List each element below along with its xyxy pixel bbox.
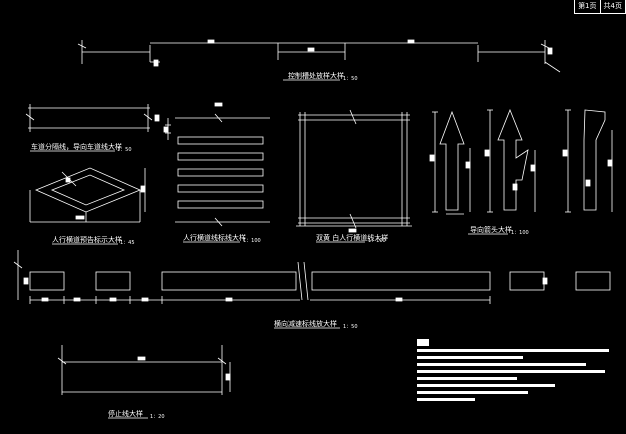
notes-block	[417, 339, 609, 405]
note-line	[417, 363, 586, 366]
deceleration-markings	[13, 250, 611, 304]
sheet-total: 共4页	[601, 0, 626, 13]
sheet-number: 第1页	[575, 0, 601, 13]
caption-control-groove: 控制槽处放样大样	[288, 71, 344, 80]
note-line	[417, 377, 517, 380]
notes-heading-mark	[417, 339, 429, 346]
caption-lane-divider-scale: 1：50	[117, 147, 132, 153]
caption-crosswalk-warning-scale: 1：45	[120, 240, 135, 246]
caption-crosswalk-warning: 人行横道预告标示大样	[52, 235, 122, 244]
title-block: 第1页 共4页	[574, 0, 626, 14]
note-line	[417, 356, 523, 359]
direction-arrows	[429, 108, 613, 215]
top-control-detail	[77, 39, 561, 73]
caption-lane-divider: 车道分隔线，导向车道线大样	[31, 142, 122, 151]
caption-arrows-scale: 1：100	[511, 230, 529, 236]
caption-double-line-scale: 1：100	[368, 238, 386, 244]
caption-underlines	[30, 79, 508, 419]
crosswalk-stripes	[163, 102, 270, 227]
caption-crosswalk-stripes-scale: 1：100	[243, 238, 261, 244]
crosswalk-warning-diamond	[29, 167, 146, 223]
caption-crosswalk-stripes: 人行横道线标线大样	[183, 233, 246, 242]
note-line	[417, 370, 606, 373]
lane-divider-detail	[25, 104, 160, 132]
caption-deceleration: 横向减速标线放大样	[274, 319, 337, 328]
note-line	[417, 391, 529, 394]
note-line	[417, 384, 556, 387]
double-line-crosswalk-frame	[296, 109, 412, 233]
caption-stop-line: 停止线大样	[108, 409, 143, 418]
stop-line-detail	[57, 345, 231, 395]
caption-arrows: 导向箭头大样	[470, 225, 512, 234]
caption-deceleration-scale: 1：50	[343, 324, 358, 330]
caption-stop-line-scale: 1：20	[150, 414, 165, 420]
caption-control-groove-scale: 1：50	[343, 76, 358, 82]
caption-double-line: 双黄 白人行横道线大样	[316, 233, 388, 242]
note-line	[417, 398, 475, 401]
note-line	[417, 349, 609, 352]
